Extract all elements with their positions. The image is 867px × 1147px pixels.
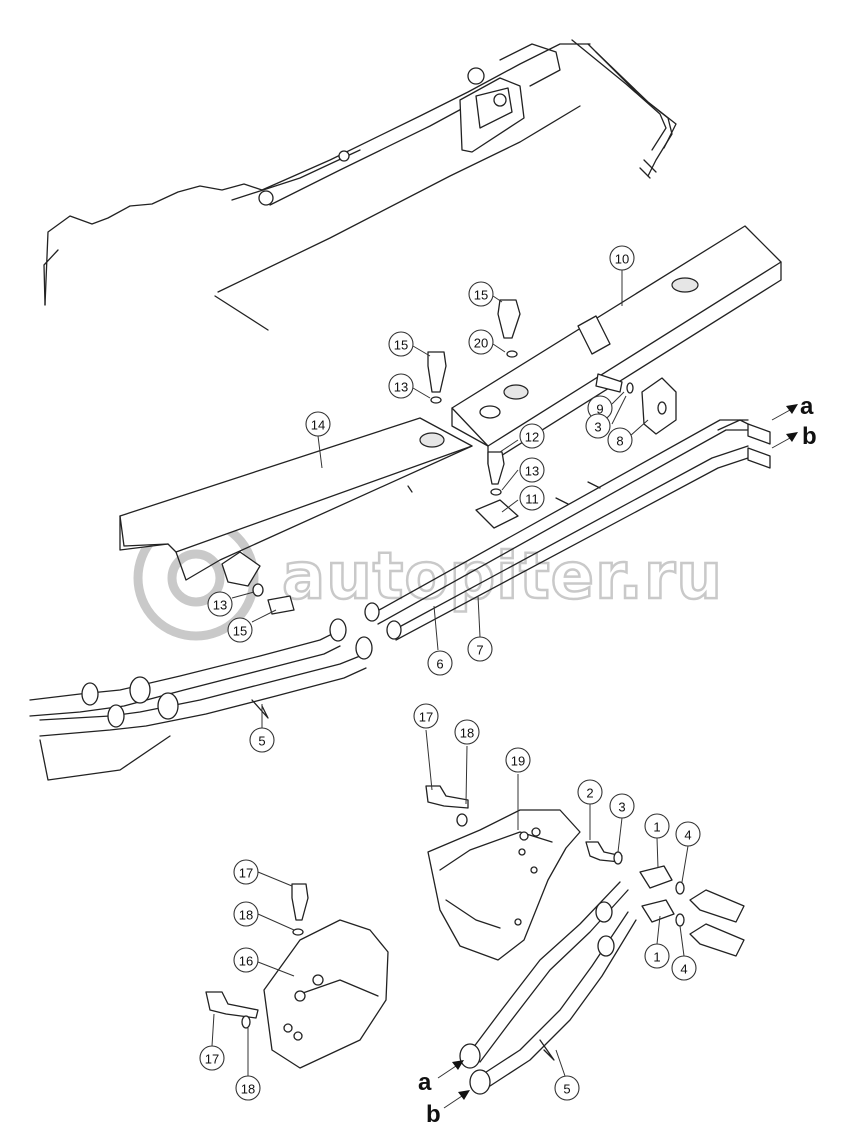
- callout-13-b: 13: [519, 457, 545, 483]
- callout-15-c: 15: [227, 617, 253, 643]
- callout-14-label: 14: [311, 418, 325, 433]
- connection-label-a-top: a: [800, 393, 814, 420]
- callout-8: 8: [607, 427, 633, 453]
- connection-label-a-bottom: a: [418, 1069, 432, 1096]
- callout-17-c: 17: [199, 1045, 225, 1071]
- callout-4-a: 4: [675, 821, 701, 847]
- callout-3-b: 3: [609, 793, 635, 819]
- watermark-text: autopiter.ru: [282, 540, 723, 614]
- boom-assembly: [43, 39, 677, 331]
- callout-18-b: 18: [233, 901, 259, 927]
- connection-markers: a b a b: [418, 393, 817, 1128]
- callout-17-label-c: 17: [205, 1052, 219, 1067]
- watermark: autopiter.ru: [133, 515, 723, 641]
- callout-17-b: 17: [233, 859, 259, 885]
- callout-15-label-b: 15: [394, 338, 408, 353]
- callout-2-label: 2: [586, 786, 593, 801]
- callout-4-b: 4: [671, 955, 697, 981]
- callout-1-label-b: 1: [653, 950, 660, 965]
- callout-1-a: 1: [644, 813, 670, 839]
- callout-11: 11: [519, 485, 545, 511]
- callout-18-a: 18: [454, 719, 480, 745]
- bolts-and-washers: [252, 299, 521, 615]
- callout-13-label-c: 13: [213, 598, 227, 613]
- pipe-clamp: [595, 373, 771, 469]
- callout-18-label-b: 18: [239, 908, 253, 923]
- callout-4-label-b: 4: [680, 962, 687, 977]
- callout-13-label-a: 13: [394, 380, 408, 395]
- callout-12: 12: [519, 423, 545, 449]
- callout-7: 7: [467, 636, 493, 662]
- connection-label-b-top: b: [802, 423, 817, 450]
- callout-15-label-c: 15: [233, 624, 247, 639]
- callout-15-label-a: 15: [474, 288, 488, 303]
- callout-18-label-c: 18: [241, 1082, 255, 1097]
- callout-11-label: 11: [525, 492, 539, 507]
- callout-4-label-a: 4: [684, 828, 691, 843]
- connection-label-b-bottom: b: [426, 1101, 441, 1128]
- callout-20: 20: [468, 329, 494, 355]
- callout-12-label: 12: [525, 430, 539, 445]
- callout-18-c: 18: [235, 1075, 261, 1101]
- callout-5-b: 5: [554, 1075, 580, 1101]
- bracket-16: [205, 883, 389, 1069]
- callout-5-label-a: 5: [258, 734, 265, 749]
- callout-16: 16: [233, 947, 259, 973]
- arm-assembly: [451, 225, 782, 465]
- callout-3-label-b: 3: [618, 800, 625, 815]
- hose-bracket: [119, 417, 473, 587]
- callout-6-label: 6: [436, 657, 443, 672]
- hoses-upper: [29, 602, 402, 781]
- callout-15-b: 15: [388, 331, 414, 357]
- callout-5-a: 5: [249, 727, 275, 753]
- leader-lines: [211, 270, 689, 1077]
- callout-6: 6: [427, 650, 453, 676]
- callout-20-label: 20: [474, 336, 488, 351]
- callout-19: 19: [505, 747, 531, 773]
- callout-16-label: 16: [239, 954, 253, 969]
- callout-17-label-b: 17: [239, 866, 253, 881]
- callout-5-label-b: 5: [563, 1082, 570, 1097]
- callout-18-label-a: 18: [460, 726, 474, 741]
- callout-14: 14: [305, 411, 331, 437]
- callout-1-label-a: 1: [653, 820, 660, 835]
- callout-13-label-b: 13: [525, 464, 539, 479]
- callout-8-label: 8: [616, 434, 623, 449]
- callout-10: 10: [609, 245, 635, 271]
- callout-15-a: 15: [468, 281, 494, 307]
- callout-13-c: 13: [207, 591, 233, 617]
- callout-17-label-a: 17: [419, 710, 433, 725]
- callout-17-a: 17: [413, 703, 439, 729]
- bracket-19: [425, 785, 581, 961]
- callout-3-a: 3: [585, 413, 611, 439]
- callout-7-label: 7: [476, 643, 483, 658]
- callout-3-label-a: 3: [594, 420, 601, 435]
- callout-19-label: 19: [511, 754, 525, 769]
- callout-1-b: 1: [644, 943, 670, 969]
- callout-13-a: 13: [388, 373, 414, 399]
- callout-10-label: 10: [615, 252, 629, 267]
- callout-9-label: 9: [596, 402, 603, 417]
- callout-2: 2: [577, 779, 603, 805]
